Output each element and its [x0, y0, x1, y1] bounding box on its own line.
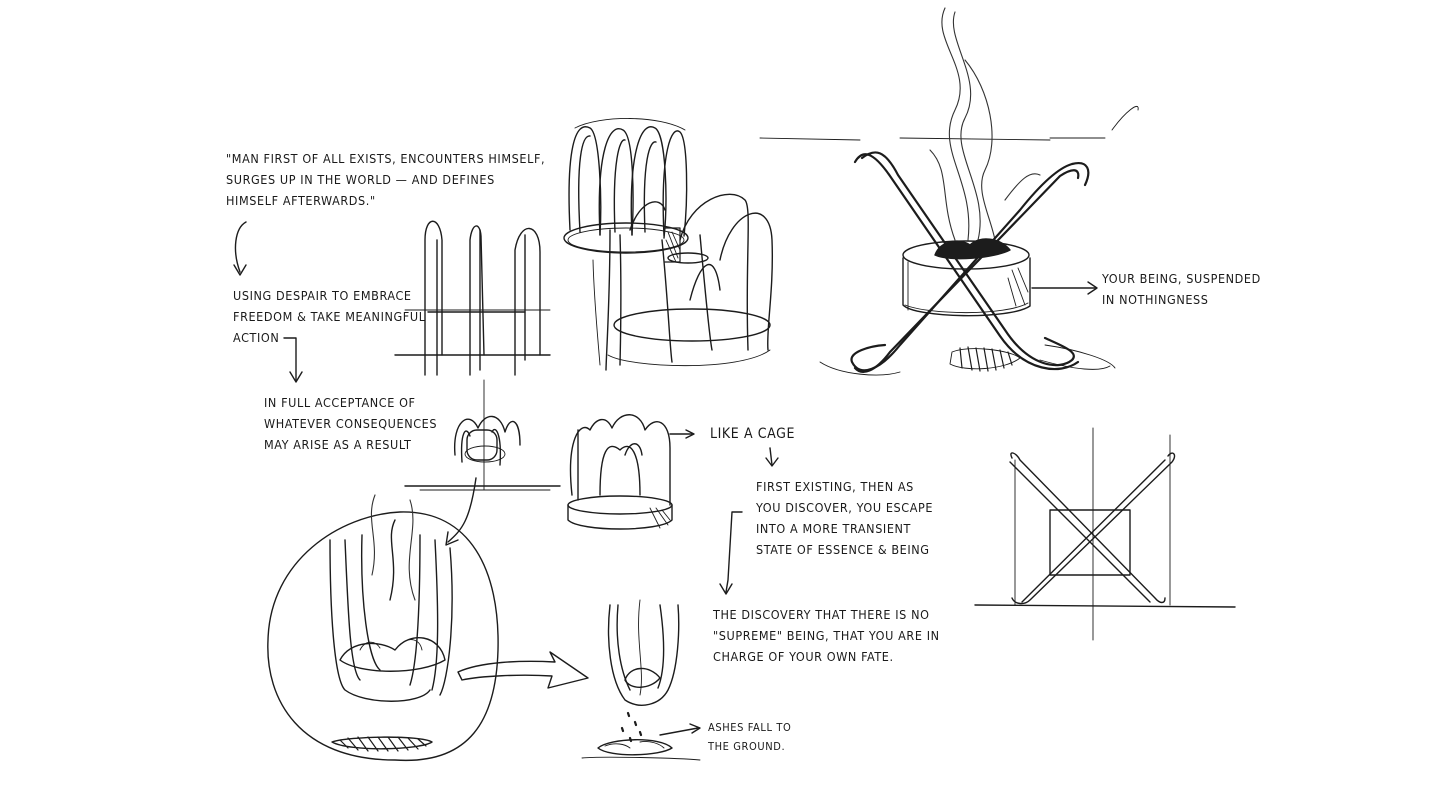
orthographic-x-sketch — [974, 427, 1236, 641]
being-line-2: in nothingness — [1102, 292, 1209, 307]
existing-line-1: First existing, then as — [756, 479, 914, 494]
existing-line-2: you discover, you escape — [756, 500, 934, 515]
quote-line-1: "Man first of all exists, encounters him… — [226, 151, 546, 166]
existing-line-4: state of essence & being — [756, 542, 930, 557]
discovery-line-3: charge of your own fate. — [713, 649, 894, 664]
discovery-note: The discovery that there is no "supreme"… — [713, 604, 940, 667]
ashes-line-1: Ashes fall to — [708, 721, 792, 734]
tall-pod-sketch — [563, 118, 774, 371]
acceptance-note: In full acceptance of whatever consequen… — [264, 392, 437, 455]
quote-line-2: surges up in the world — and defines — [226, 172, 495, 187]
arch-frame-sketch — [394, 220, 551, 376]
cage-line-1: Like a cage — [710, 426, 796, 442]
being-line-1: Your being, suspended — [1102, 271, 1261, 286]
ash-pod-sketch — [581, 599, 701, 761]
main-firepit-sketch — [759, 7, 1139, 376]
quote-line-3: himself afterwards." — [226, 193, 376, 208]
acceptance-line-3: may arise as a result — [264, 437, 412, 452]
existing-note: First existing, then as you discover, yo… — [756, 476, 933, 560]
ashes-note: Ashes fall to the ground. — [708, 718, 791, 756]
despair-line-3: action — [233, 330, 280, 345]
ashes-line-2: the ground. — [708, 740, 786, 753]
note-connectors — [233, 221, 779, 595]
despair-line-1: Using despair to embrace — [233, 288, 412, 303]
zoom-circle-sketch — [267, 477, 499, 762]
despair-note: Using despair to embrace freedom & take … — [233, 285, 426, 348]
cage-pod-sketch — [567, 414, 695, 530]
acceptance-line-2: whatever consequences — [264, 416, 438, 431]
discovery-line-1: The discovery that there is no — [713, 607, 930, 622]
small-pod-sketch — [404, 379, 561, 491]
discovery-line-2: "supreme" being, that you are in — [713, 628, 940, 643]
being-suspended-note: Your being, suspended in nothingness — [1102, 268, 1261, 310]
existing-line-3: into a more transient — [756, 521, 912, 536]
cage-note: Like a cage — [710, 424, 795, 445]
despair-line-2: freedom & take meaningful — [233, 309, 426, 324]
transition-arrow — [457, 651, 589, 689]
sartre-quote: "Man first of all exists, encounters him… — [226, 148, 545, 211]
acceptance-line-1: In full acceptance of — [264, 395, 416, 410]
